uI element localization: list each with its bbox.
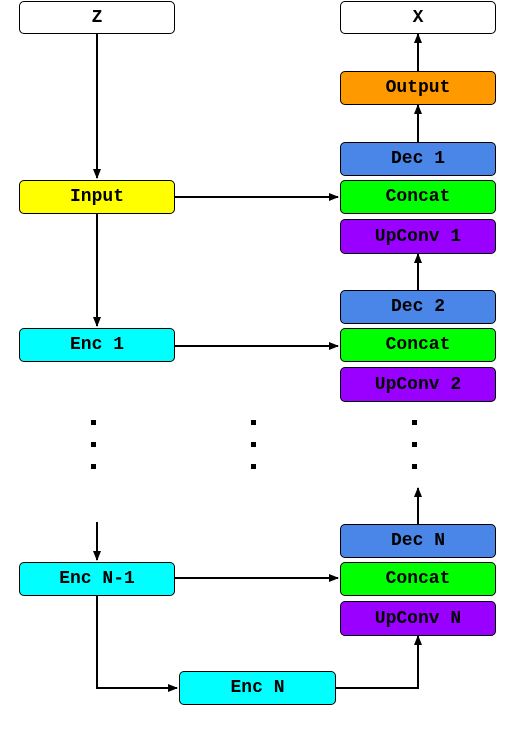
node-enc-n: Enc N <box>179 671 336 705</box>
node-concat-n: Concat <box>340 562 496 596</box>
node-concat-2: Concat <box>340 328 496 362</box>
node-dec-1: Dec 1 <box>340 142 496 176</box>
node-upconv-2: UpConv 2 <box>340 367 496 402</box>
node-output: Output <box>340 71 496 105</box>
node-enc-n-1: Enc N-1 <box>19 562 175 596</box>
ellipsis-dot <box>412 420 417 425</box>
node-x: X <box>340 1 496 34</box>
ellipsis-dot <box>412 442 417 447</box>
ellipsis-dot <box>91 464 96 469</box>
ellipsis-dot <box>91 420 96 425</box>
ellipsis-dot <box>251 420 256 425</box>
edge-encn1-encn <box>96 595 178 692</box>
node-dec-n: Dec N <box>340 524 496 558</box>
node-upconv-1: UpConv 1 <box>340 219 496 254</box>
node-concat-1: Concat <box>340 180 496 214</box>
ellipsis-dot <box>91 442 96 447</box>
node-z: Z <box>19 1 175 34</box>
edge-encn-upconvn <box>336 635 422 689</box>
ellipsis-dot <box>251 442 256 447</box>
node-enc-1: Enc 1 <box>19 328 175 362</box>
node-dec-2: Dec 2 <box>340 290 496 324</box>
ellipsis-dot <box>412 464 417 469</box>
node-input: Input <box>19 180 175 214</box>
ellipsis-dot <box>251 464 256 469</box>
node-upconv-n: UpConv N <box>340 601 496 636</box>
